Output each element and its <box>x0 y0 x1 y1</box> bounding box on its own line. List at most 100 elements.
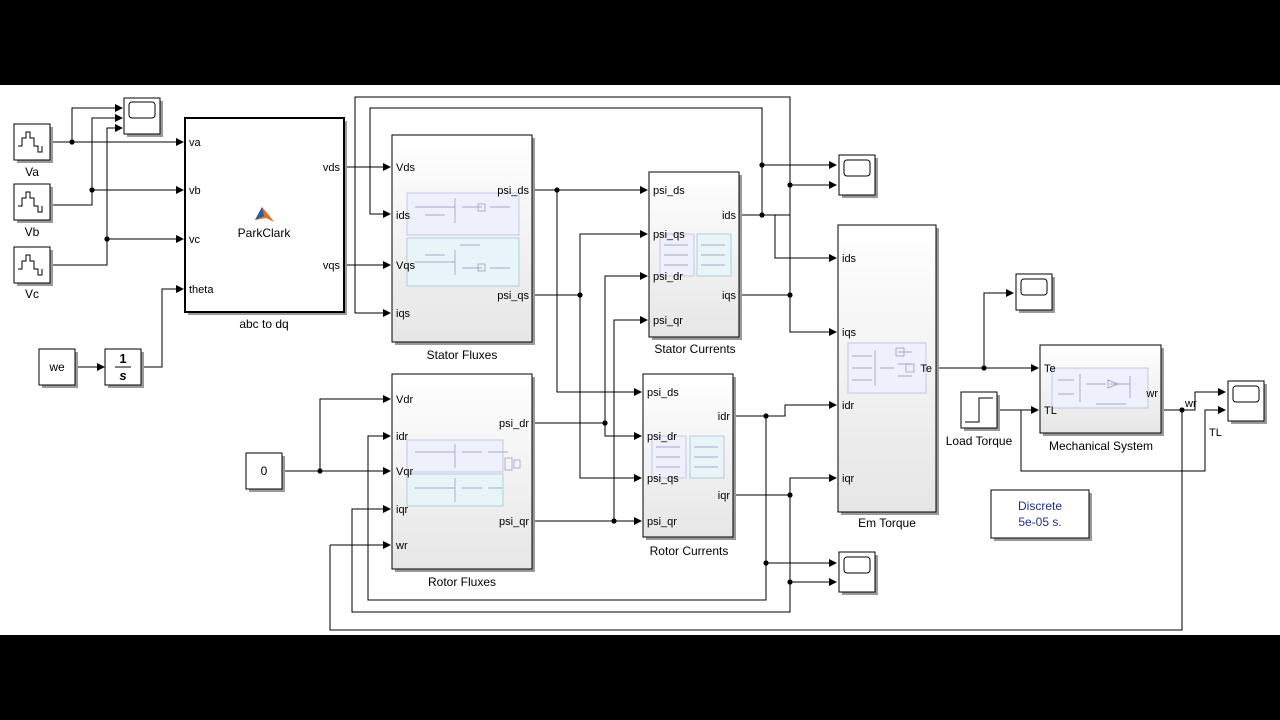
port-psi_qr: psi_qr <box>647 516 677 528</box>
port-iqr: iqr <box>718 490 731 502</box>
port-Vqr: Vqr <box>396 466 413 478</box>
port-vqs: vqs <box>323 260 341 272</box>
em-torque-subsystem[interactable]: ids iqs idr iqr Te Em Torque <box>837 224 939 530</box>
port-ids: ids <box>396 210 411 222</box>
port-va: va <box>189 137 202 149</box>
port-wr: wr <box>1145 388 1158 400</box>
sine-wave-icon <box>18 131 43 153</box>
port-ids: ids <box>722 210 737 222</box>
rotor-fluxes-subsystem[interactable]: Vdr idr Vqr iqr wr psi_dr psi_qr Rotor F… <box>391 373 535 589</box>
port-Vdr: Vdr <box>396 394 413 406</box>
port-vb: vb <box>189 185 201 197</box>
we-label: we <box>48 360 65 374</box>
port-psi_qr: psi_qr <box>653 315 683 327</box>
zero-label: 0 <box>261 464 268 478</box>
mechanical-system-subsystem[interactable]: Te TL wr Mechanical System <box>1039 344 1164 453</box>
port-idr: idr <box>718 411 731 423</box>
sine-wave-icon <box>18 254 43 276</box>
port-psi_dr: psi_dr <box>647 431 677 443</box>
subsystem-preview-icon <box>659 233 732 277</box>
port-vc: vc <box>189 234 201 246</box>
scope-icon <box>1020 278 1048 296</box>
integrator-denominator: s <box>119 368 126 383</box>
port-iqr: iqr <box>842 473 855 485</box>
scope-stator-currents[interactable] <box>838 154 878 198</box>
junction-dots <box>69 139 1185 585</box>
rotor-currents-subsystem[interactable]: psi_ds psi_dr psi_qs psi_qr idr iqr Roto… <box>642 373 736 558</box>
em-torque-caption: Em Torque <box>858 516 916 530</box>
abc-to-dq-caption: abc to dq <box>239 317 288 331</box>
we-constant-block[interactable]: we <box>38 348 78 388</box>
matlab-logo-icon <box>255 207 274 222</box>
vc-label: Vc <box>25 287 39 301</box>
stator-currents-caption: Stator Currents <box>654 342 735 356</box>
scope-icon <box>128 101 156 119</box>
rotor-fluxes-caption: Rotor Fluxes <box>428 575 496 589</box>
integrator-numerator: 1 <box>119 351 126 366</box>
port-Te: Te <box>920 363 932 375</box>
port-psi_dr: psi_dr <box>653 271 683 283</box>
powergui-sample-time: 5e-05 s. <box>1018 515 1061 529</box>
stator-fluxes-caption: Stator Fluxes <box>427 348 498 362</box>
sine-wave-icon <box>18 191 43 213</box>
port-Te: Te <box>1044 363 1056 375</box>
scope-icon <box>1232 385 1260 403</box>
port-idr: idr <box>396 431 409 443</box>
port-psi_ds: psi_ds <box>653 185 685 197</box>
subsystem-preview-icon <box>406 192 520 287</box>
port-TL: TL <box>1044 405 1057 417</box>
port-psi_qr: psi_qr <box>499 516 529 528</box>
port-psi_qs: psi_qs <box>497 290 529 302</box>
vb-source-block[interactable]: Vb <box>13 183 53 239</box>
vc-source-block[interactable]: Vc <box>13 246 53 301</box>
vb-label: Vb <box>25 225 40 239</box>
rotor-currents-caption: Rotor Currents <box>650 544 729 558</box>
stator-currents-subsystem[interactable]: psi_ds psi_qs psi_dr psi_qr ids iqs Stat… <box>648 171 742 356</box>
port-idr: idr <box>842 400 855 412</box>
va-source-block[interactable]: Va <box>13 123 53 179</box>
powergui-block[interactable]: Discrete 5e-05 s. <box>990 489 1092 541</box>
port-vds: vds <box>323 162 341 174</box>
port-psi_ds: psi_ds <box>497 185 529 197</box>
port-ids: ids <box>842 253 857 265</box>
simulink-canvas[interactable]: Va Vb Vc we 1 s 0 va vb vc theta vds <box>0 85 1280 635</box>
integrator-block[interactable]: 1 s <box>104 348 144 388</box>
port-psi_qs: psi_qs <box>653 229 685 241</box>
scope-rotor-currents[interactable] <box>838 551 878 595</box>
block-diagram[interactable]: Va Vb Vc we 1 s 0 va vb vc theta vds <box>0 85 1280 635</box>
subsystem-preview-icon <box>406 439 521 507</box>
port-Vds: Vds <box>396 162 415 174</box>
port-iqs: iqs <box>722 290 737 302</box>
abc-to-dq-block[interactable]: va vb vc theta vds vqs ParkClark abc to … <box>184 117 347 331</box>
port-wr: wr <box>395 540 408 552</box>
port-iqr: iqr <box>396 504 409 516</box>
scope-icon <box>843 556 871 574</box>
port-iqs: iqs <box>396 308 411 320</box>
signal-label-wr: wr <box>1184 398 1197 410</box>
load-torque-step-block[interactable]: Load Torque <box>946 391 1013 448</box>
scope-speed[interactable] <box>1227 380 1267 424</box>
powergui-mode: Discrete <box>1018 499 1062 513</box>
port-iqs: iqs <box>842 327 857 339</box>
function-name: ParkClark <box>238 226 292 240</box>
port-psi_ds: psi_ds <box>647 387 679 399</box>
scope-torque[interactable] <box>1015 273 1055 313</box>
port-theta: theta <box>189 284 214 296</box>
port-psi_dr: psi_dr <box>499 418 529 430</box>
subsystem-preview-icon <box>847 342 927 394</box>
step-icon <box>965 397 993 423</box>
zero-constant-block[interactable]: 0 <box>245 452 285 492</box>
port-psi_qs: psi_qs <box>647 473 679 485</box>
port-Vqs: Vqs <box>396 260 415 272</box>
subsystem-preview-icon <box>1051 367 1149 409</box>
mechanical-system-caption: Mechanical System <box>1049 439 1153 453</box>
scope-abc-inputs[interactable] <box>123 97 163 137</box>
stator-fluxes-subsystem[interactable]: Vds ids Vqs iqs psi_ds psi_qs Stator Flu… <box>391 134 535 362</box>
va-label: Va <box>25 165 39 179</box>
subsystem-preview-icon <box>651 435 725 479</box>
scope-icon <box>843 159 871 177</box>
load-torque-caption: Load Torque <box>946 434 1013 448</box>
signal-label-TL: TL <box>1209 427 1222 439</box>
signal-lines <box>52 96 1226 631</box>
